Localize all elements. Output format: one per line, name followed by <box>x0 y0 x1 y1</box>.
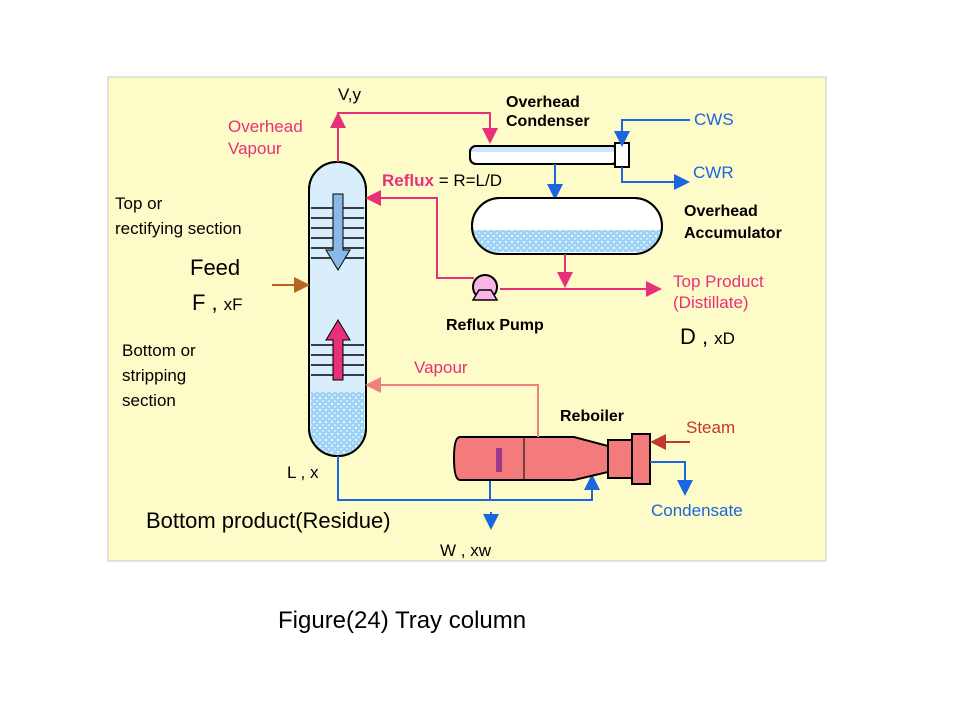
top-section-label-2: rectifying section <box>115 219 242 238</box>
bottom-product-label: Bottom product(Residue) <box>146 508 391 533</box>
top-product-label-2: (Distillate) <box>673 293 749 312</box>
liquid-bottom-label: L , x <box>287 463 319 482</box>
condensate-outlet-line <box>650 461 693 496</box>
distillation-column <box>308 161 367 457</box>
vapour-up-arrow <box>325 319 351 381</box>
residue-composition-label: W , xw <box>440 541 492 560</box>
cws-line <box>614 119 690 147</box>
bottom-section-label-3: section <box>122 391 176 410</box>
feed-composition-label: F ,xF <box>192 290 243 315</box>
cwr-line <box>621 167 690 190</box>
bottom-section-label-2: stripping <box>122 366 186 385</box>
figure-caption: Figure(24) Tray column <box>278 607 526 634</box>
condensate-label: Condensate <box>651 501 743 520</box>
reflux-pump-icon <box>471 274 499 301</box>
overhead-condenser <box>469 142 630 168</box>
reboiler <box>452 433 651 485</box>
vapour-return-line <box>365 377 539 437</box>
condenser-label-1: Overhead <box>506 94 580 111</box>
cws-label: CWS <box>694 110 734 129</box>
reboiler-label: Reboiler <box>560 408 624 425</box>
feed-label: Feed <box>190 255 240 280</box>
reflux-pump-label: Reflux Pump <box>446 317 544 334</box>
overhead-vapour-label-2: Vapour <box>228 139 282 158</box>
steam-label: Steam <box>686 418 735 437</box>
vapour-top-label: V,y <box>338 85 362 104</box>
reflux-line <box>365 190 474 279</box>
top-section-label-1: Top or <box>115 194 163 213</box>
liquid-down-arrow <box>325 193 351 271</box>
distillate-composition-label: D ,xD <box>680 324 735 349</box>
accumulator-label-1: Overhead <box>684 203 758 220</box>
accumulator-label-2: Accumulator <box>684 225 782 242</box>
condenser-label-2: Condenser <box>506 113 590 130</box>
overhead-accumulator <box>471 197 663 255</box>
reflux-label: Reflux = R=L/D <box>382 171 502 190</box>
top-product-label-1: Top Product <box>673 272 764 291</box>
bottom-liquid-line <box>337 456 600 501</box>
vapour-return-label: Vapour <box>414 358 468 377</box>
bottom-section-label-1: Bottom or <box>122 341 196 360</box>
overhead-vapour-label-1: Overhead <box>228 117 303 136</box>
cwr-label: CWR <box>693 163 734 182</box>
